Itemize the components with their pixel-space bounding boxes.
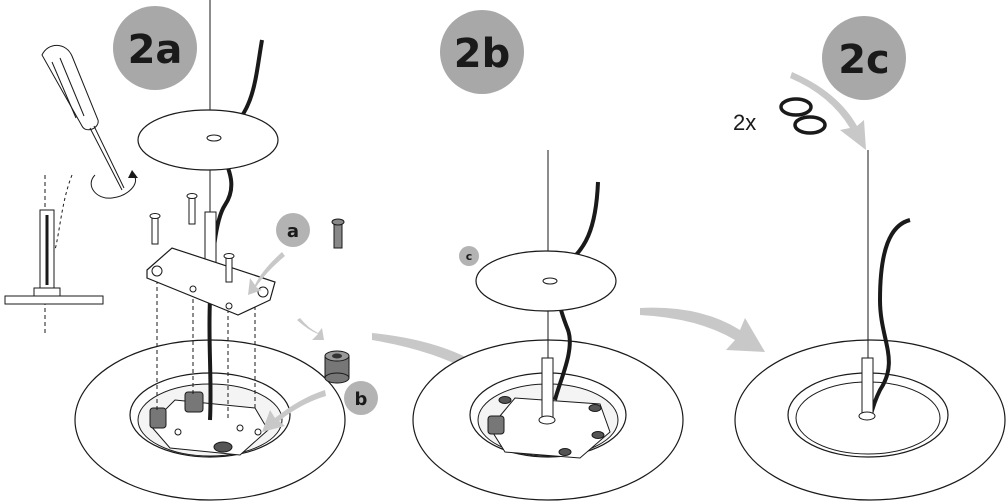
svg-text:b: b (355, 389, 368, 410)
panel-2b: 2b c (412, 10, 684, 501)
spacer-icon (324, 350, 350, 384)
callout-badge-a: a (276, 213, 310, 247)
bracket-plate (146, 247, 276, 316)
svg-text:2c: 2c (838, 37, 890, 83)
step-badge-2b: 2b (440, 10, 524, 94)
screw-icon (149, 193, 235, 283)
process-arrow-icon (640, 307, 765, 352)
o-ring-icon (779, 97, 827, 135)
svg-text:2a: 2a (128, 27, 183, 73)
callout-badge-b: b (344, 381, 378, 415)
screw-icon (331, 218, 345, 249)
panel-2a: 2a a b (4, 0, 378, 501)
cable-gripper (541, 357, 554, 421)
svg-text:c: c (466, 250, 473, 263)
step-badge-2a: 2a (113, 6, 197, 90)
panel-2c: 2x 2c (733, 16, 1006, 501)
cross-section-detail (4, 174, 104, 335)
callout-badge-c: c (459, 246, 479, 266)
step-badge-2c: 2c (822, 16, 906, 100)
quantity-label: 2x (733, 110, 756, 135)
rotate-arrow-icon (90, 174, 136, 199)
svg-text:a: a (287, 221, 299, 242)
screwdriver-icon (41, 44, 125, 191)
process-arrow-icon (248, 252, 285, 295)
process-arrow-icon (262, 390, 326, 432)
cable-icon (207, 39, 264, 421)
svg-text:2b: 2b (454, 31, 510, 77)
process-arrow-icon (790, 72, 866, 150)
alignment-lines (156, 280, 256, 420)
cable-gripper (861, 357, 874, 417)
cable-icon (868, 218, 911, 419)
process-arrow-icon (297, 318, 324, 340)
